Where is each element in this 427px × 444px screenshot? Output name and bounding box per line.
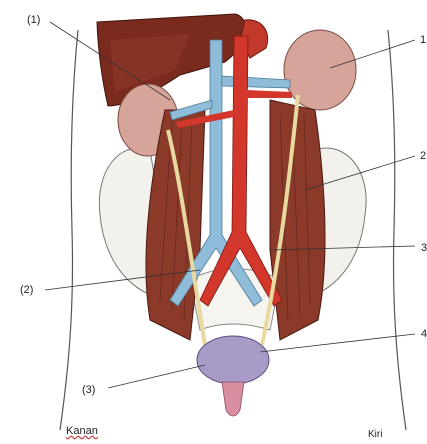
label-2: (2) (20, 284, 33, 296)
label-1: (1) (27, 14, 40, 26)
label-right-side: Kiri (368, 429, 382, 440)
renal-artery-left (246, 90, 292, 98)
psoas-right (270, 100, 325, 340)
urethra (222, 382, 244, 416)
label-right-4: 4 (421, 328, 427, 340)
renal-vein-left (222, 76, 290, 88)
body-outline-left (60, 30, 78, 430)
label-3: (3) (82, 384, 95, 396)
label-right-1: 1 (420, 34, 426, 46)
body-outline-right (388, 30, 406, 430)
label-right-2: 2 (420, 150, 426, 162)
label-right-3: 3 (421, 242, 427, 254)
urinary-bladder (197, 336, 269, 384)
left-kidney (284, 30, 356, 110)
label-left-side: Kanan (66, 425, 98, 437)
